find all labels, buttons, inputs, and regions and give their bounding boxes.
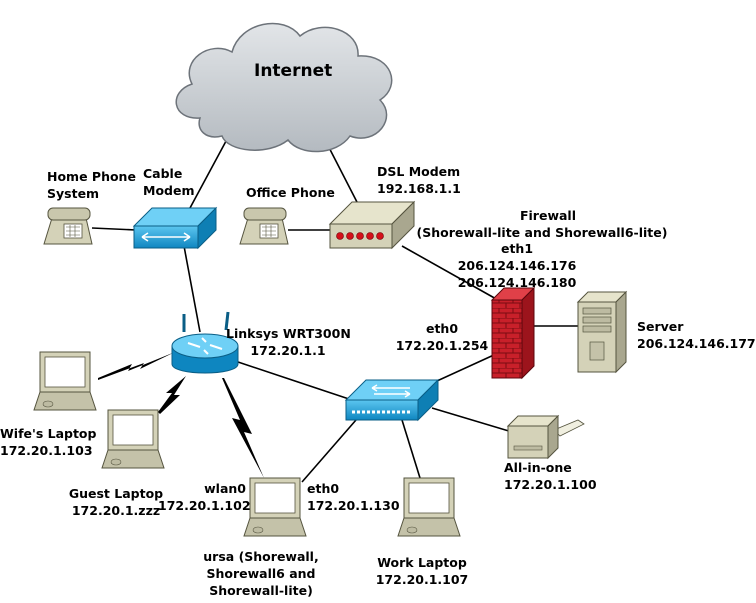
wireless-link-ursa bbox=[222, 378, 264, 478]
home-phone-label: Home Phone System bbox=[47, 168, 136, 202]
internet-cloud bbox=[175, 22, 393, 153]
ursa-wlan0-ip: 172.20.1.102 bbox=[158, 498, 251, 513]
firewall-title: Firewall bbox=[519, 208, 577, 223]
router-label-line2: 172.20.1.1 bbox=[250, 343, 326, 358]
work-laptop-label-line2: 172.20.1.107 bbox=[375, 572, 469, 587]
work-laptop-label-line1: Work Laptop bbox=[377, 555, 467, 570]
ethernet-switch-icon bbox=[344, 378, 440, 422]
ursa-wlan0-name: wlan0 bbox=[204, 481, 246, 496]
guest-laptop-icon bbox=[101, 409, 165, 469]
firewall-eth1-ip1: 206.124.146.176 bbox=[457, 258, 577, 273]
guest-laptop-label: Guest Laptop 172.20.1.zzz bbox=[62, 485, 170, 519]
wireless-links bbox=[98, 352, 264, 478]
office-phone-label: Office Phone bbox=[246, 185, 335, 200]
router-label-line1: Linksys WRT300N bbox=[226, 326, 351, 341]
all-in-one-label-line2: 172.20.1.100 bbox=[504, 477, 597, 492]
all-in-one-printer-icon bbox=[506, 414, 585, 460]
firewall-eth1-name: eth1 bbox=[500, 241, 534, 256]
ursa-laptop-icon bbox=[243, 477, 307, 537]
firewall-subtitle: (Shorewall-lite and Shorewall6-lite) bbox=[416, 225, 668, 240]
dsl-modem-label-line2: 192.168.1.1 bbox=[377, 181, 461, 196]
link-router-switch bbox=[237, 361, 353, 401]
link-switch-ursa bbox=[301, 419, 357, 483]
home-phone-label-line2: System bbox=[47, 186, 100, 201]
home-phone-label-line1: Home Phone bbox=[47, 169, 136, 184]
firewall-eth1-ip2: 206.124.146.180 bbox=[457, 275, 577, 290]
router-label: Linksys WRT300N 172.20.1.1 bbox=[226, 325, 351, 359]
wireless-link-wifes-laptop bbox=[98, 352, 175, 380]
all-in-one-label-line1: All-in-one bbox=[504, 460, 572, 475]
home-phone-icon bbox=[43, 207, 93, 245]
link-switch-allinone bbox=[431, 407, 513, 433]
link-dsl-firewall bbox=[401, 245, 499, 301]
link-switch-worklaptop bbox=[401, 419, 421, 479]
ursa-eth0-label: eth0 172.20.1.130 bbox=[307, 480, 400, 514]
ursa-eth0-name: eth0 bbox=[307, 481, 340, 496]
wireless-router-icon bbox=[171, 311, 239, 374]
firewall-icon bbox=[490, 286, 536, 380]
cable-modem-label-line1: Cable bbox=[143, 166, 183, 181]
dsl-modem-icon bbox=[328, 200, 416, 250]
cable-modem-icon bbox=[132, 206, 218, 250]
office-phone-icon bbox=[239, 207, 289, 245]
work-laptop-icon bbox=[397, 477, 461, 537]
all-in-one-label: All-in-one 172.20.1.100 bbox=[504, 459, 597, 493]
ursa-wlan0-label: wlan0 172.20.1.102 bbox=[158, 480, 251, 514]
wireless-link-guest-laptop bbox=[158, 376, 186, 414]
guest-laptop-label-line2: 172.20.1.zzz bbox=[71, 503, 161, 518]
wifes-laptop-label-line1: Wife's Laptop bbox=[0, 426, 97, 441]
link-homephone-cable-modem bbox=[91, 227, 137, 231]
work-laptop-label: Work Laptop 172.20.1.107 bbox=[372, 554, 472, 588]
link-cable-modem-router bbox=[183, 245, 201, 333]
cable-modem-label-line2: Modem bbox=[143, 183, 195, 198]
cable-modem-label: Cable Modem bbox=[143, 165, 194, 199]
wifes-laptop-icon bbox=[33, 351, 97, 411]
ursa-eth0-ip: 172.20.1.130 bbox=[307, 498, 400, 513]
server-label-line2: 206.124.146.177 bbox=[637, 336, 756, 351]
dsl-modem-label-line1: DSL Modem bbox=[377, 164, 461, 179]
wifes-laptop-label: Wife's Laptop 172.20.1.103 bbox=[0, 425, 97, 459]
server-icon bbox=[576, 290, 628, 374]
wifes-laptop-label-line2: 172.20.1.103 bbox=[0, 443, 93, 458]
ursa-label: ursa (Shorewall, Shorewall6 and Shorewal… bbox=[196, 548, 326, 599]
firewall-eth0-ip: 172.20.1.254 bbox=[395, 338, 489, 353]
guest-laptop-label-line1: Guest Laptop bbox=[68, 486, 164, 501]
dsl-modem-label: DSL Modem 192.168.1.1 bbox=[377, 163, 461, 197]
ursa-label-line2: Shorewall6 and bbox=[206, 566, 316, 581]
link-cloud-cable-modem bbox=[189, 129, 233, 209]
ursa-label-line1: ursa (Shorewall, bbox=[203, 549, 319, 564]
ursa-label-line3: Shorewall-lite) bbox=[209, 583, 313, 598]
firewall-eth0-name: eth0 bbox=[425, 321, 459, 336]
server-label-line1: Server bbox=[637, 319, 684, 334]
firewall-eth1-label: eth1 206.124.146.176 206.124.146.180 bbox=[452, 240, 582, 291]
server-label: Server 206.124.146.177 bbox=[637, 318, 756, 352]
firewall-label: Firewall (Shorewall-lite and Shorewall6-… bbox=[392, 207, 692, 241]
internet-label: Internet bbox=[254, 61, 333, 81]
firewall-eth0-label: eth0 172.20.1.254 bbox=[394, 320, 490, 354]
